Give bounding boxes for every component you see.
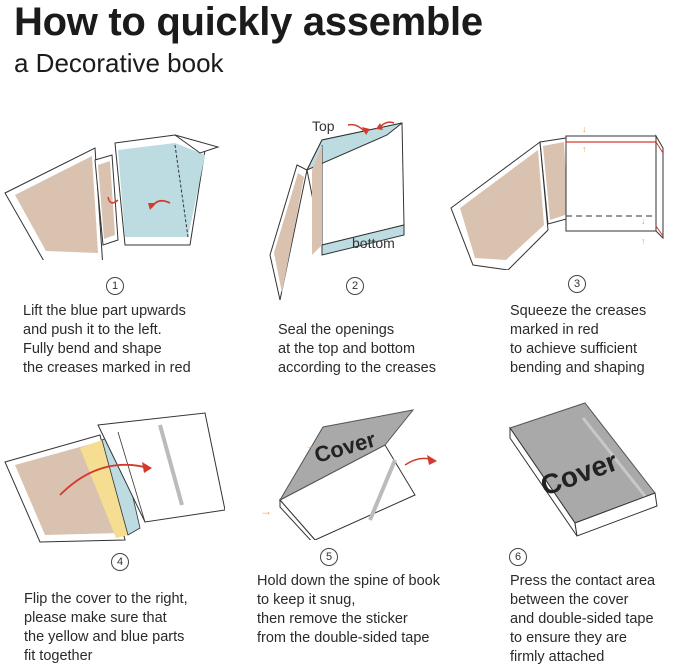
step-5-number: 5 — [320, 548, 338, 566]
step-1-number: 1 — [106, 277, 124, 295]
step-1-line: Fully bend and shape — [23, 341, 162, 357]
step-5-line: from the double-sided tape — [257, 630, 430, 646]
svg-text:→: → — [260, 504, 272, 518]
svg-text:↓: ↓ — [582, 124, 587, 134]
step-4-line: the yellow and blue parts — [24, 629, 185, 645]
step-5-line: to keep it snug, — [257, 592, 356, 608]
svg-text:→: → — [305, 438, 317, 452]
step-2-number: 2 — [346, 277, 364, 295]
step-4-description: Flip the cover to the right, please make… — [24, 590, 188, 666]
svg-text:↑: ↑ — [582, 144, 587, 154]
step-1-line: and push it to the left. — [23, 322, 162, 338]
step-1-line: Lift the blue part upwards — [23, 303, 186, 319]
step-4-illustration — [4, 412, 225, 543]
svg-text:↑: ↑ — [641, 236, 646, 246]
step-2-line: according to the creases — [278, 360, 436, 376]
page-title: How to quickly assemble — [14, 0, 483, 44]
step-6-description: Press the contact area between the cover… — [510, 572, 655, 667]
step-3-line: marked in red — [510, 322, 599, 338]
svg-text:↓: ↓ — [641, 216, 646, 226]
step-2-illustration — [269, 121, 405, 301]
step-3-line: to achieve sufficient — [510, 341, 638, 357]
step-6-number: 6 — [509, 548, 527, 566]
step-2-bottom-label: bottom — [352, 235, 395, 251]
step-4-line: please make sure that — [24, 610, 167, 626]
step-3-line: Squeeze the creases — [510, 303, 647, 319]
step-1-illustration — [4, 134, 220, 260]
step-4-line: Flip the cover to the right, — [24, 591, 188, 607]
step-1-line: the creases marked in red — [23, 360, 191, 376]
step-1-description: Lift the blue part upwards and push it t… — [23, 302, 191, 378]
step-6-illustration: Cover — [509, 402, 658, 537]
step-2-line: Seal the openings — [278, 322, 395, 338]
step-2-top-label: Top — [312, 118, 335, 134]
step-3-illustration: ↓ ↑ ↓ ↑ — [450, 124, 664, 270]
step-6-line: firmly attached — [510, 649, 605, 665]
step-6-line: between the cover — [510, 592, 629, 608]
step-5-description: Hold down the spine of book to keep it s… — [257, 572, 440, 648]
step-3-description: Squeeze the creases marked in red to ach… — [510, 302, 646, 378]
step-4-number: 4 — [111, 553, 129, 571]
step-5-line: then remove the sticker — [257, 611, 408, 627]
step-6-line: Press the contact area — [510, 573, 656, 589]
step-3-line: bending and shaping — [510, 360, 645, 376]
step-5-line: Hold down the spine of book — [257, 573, 440, 589]
step-6-line: to ensure they are — [510, 630, 627, 646]
step-6-line: and double-sided tape — [510, 611, 654, 627]
step-2-description: Seal the openings at the top and bottom … — [278, 321, 436, 378]
step-2-line: at the top and bottom — [278, 341, 416, 357]
step-3-number: 3 — [568, 275, 586, 293]
page-subtitle: a Decorative book — [14, 48, 224, 78]
step-4-line: fit together — [24, 648, 93, 664]
step-5-illustration: Cover → → — [260, 409, 437, 540]
